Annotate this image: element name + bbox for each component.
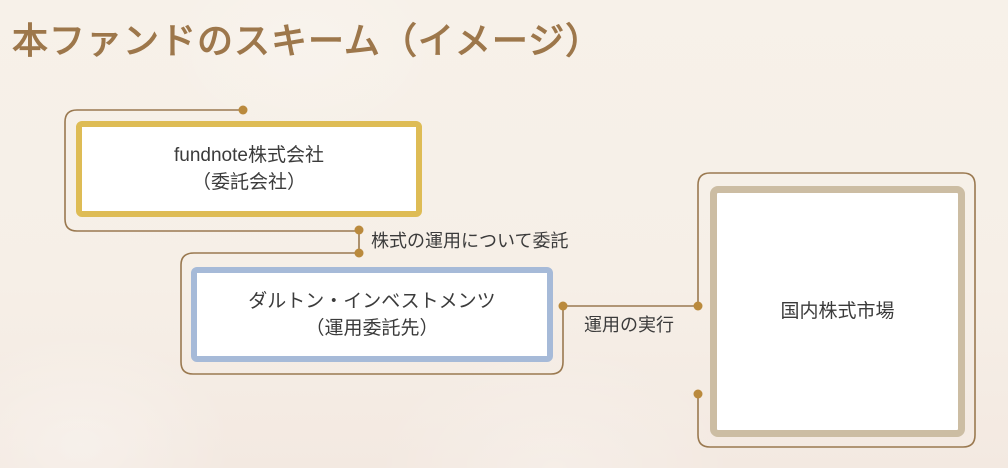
node-dalton: ダルトン・インベストメンツ （運用委託先） bbox=[191, 267, 553, 362]
node-fundnote-name: fundnote株式会社 bbox=[174, 145, 324, 166]
connector-dot bbox=[693, 389, 703, 399]
dalton-frame-line bbox=[180, 252, 564, 375]
node-dalton-role: （運用委託先） bbox=[305, 317, 439, 339]
node-market: 国内株式市場 bbox=[710, 186, 965, 437]
node-fundnote-role: （委託会社） bbox=[191, 172, 306, 193]
connector-dot bbox=[238, 105, 248, 115]
edge-label-execute: 運用の実行 bbox=[584, 315, 674, 335]
market-frame-line bbox=[697, 172, 976, 448]
node-market-name: 国内株式市場 bbox=[780, 301, 895, 322]
connector-dot bbox=[354, 225, 364, 235]
connector-dot bbox=[693, 301, 703, 311]
fundnote-frame-line bbox=[64, 109, 359, 232]
node-dalton-name: ダルトン・インベストメンツ bbox=[248, 290, 496, 312]
node-fundnote: fundnote株式会社 （委託会社） bbox=[76, 121, 422, 217]
connector-dot bbox=[354, 248, 364, 258]
connector-dot bbox=[558, 301, 568, 311]
page-title: 本ファンドのスキーム（イメージ） bbox=[12, 21, 603, 61]
edge-label-entrust: 株式の運用について委託 bbox=[371, 231, 569, 251]
